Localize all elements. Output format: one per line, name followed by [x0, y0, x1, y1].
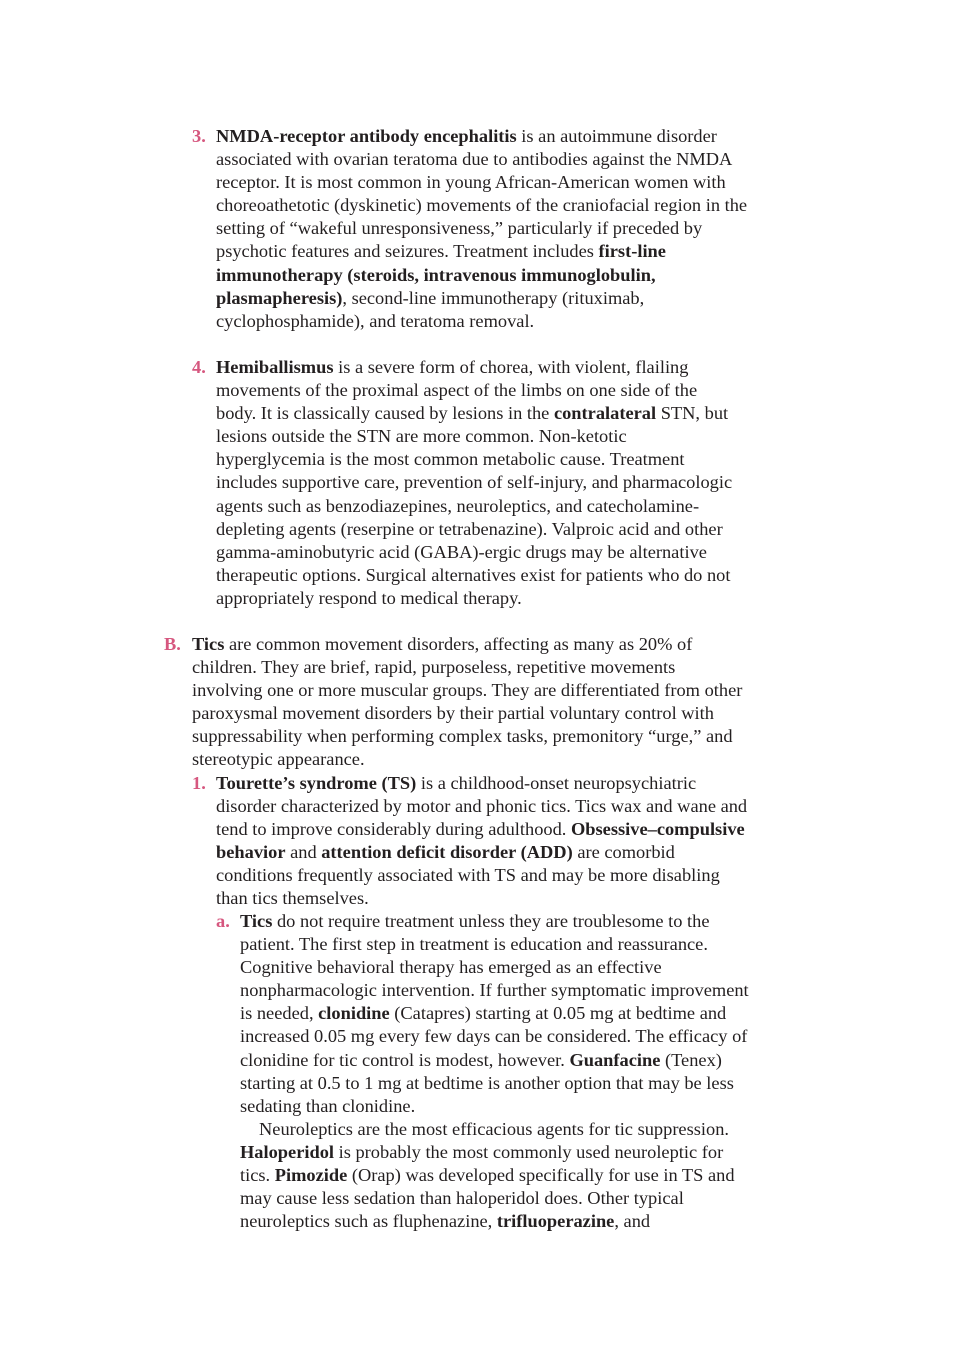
list-item-a-tic-treatment: a. Tics do not require treatment unless … [216, 910, 756, 1233]
list-marker: 3. [192, 126, 206, 146]
paragraph: Tics do not require treatment unless the… [240, 911, 749, 1116]
list-item-3-nmda-encephalitis: 3. NMDA-receptor antibody encephalitis i… [192, 125, 756, 333]
paragraph: Tourette’s syndrome (TS) is a childhood-… [216, 773, 748, 909]
list-item-4-hemiballismus: 4. Hemiballismus is a severe form of cho… [192, 356, 736, 610]
paragraph: NMDA-receptor antibody encephalitis is a… [216, 126, 748, 331]
list-marker: 4. [192, 357, 206, 377]
list-marker: a. [216, 911, 230, 931]
paragraph: Hemiballismus is a severe form of chorea… [216, 357, 733, 608]
section-b-tics: B. Tics are common movement disorders, a… [164, 633, 750, 772]
list-marker: B. [164, 634, 181, 654]
paragraph: Tics are common movement disorders, affe… [192, 634, 743, 770]
paragraph-neuroleptics: Neuroleptics are the most efficacious ag… [240, 1118, 735, 1232]
list-item-1-tourettes: 1. Tourette’s syndrome (TS) is a childho… [192, 772, 754, 911]
list-marker: 1. [192, 773, 206, 793]
